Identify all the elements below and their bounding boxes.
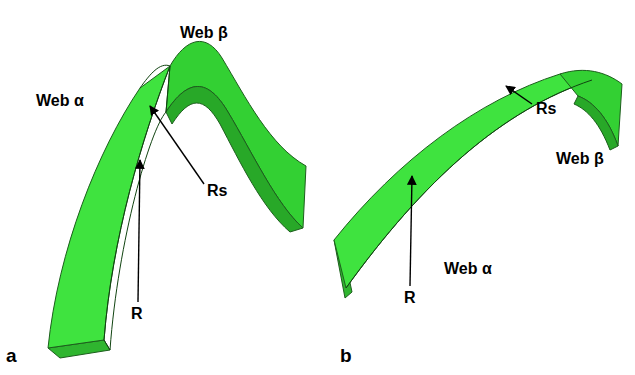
panel-letter: a	[6, 346, 17, 367]
leader-arrow	[138, 160, 140, 302]
leader-arrow	[506, 86, 532, 104]
part-label: Web α	[36, 92, 84, 110]
part-label: R	[404, 289, 416, 307]
part-label: R	[131, 305, 143, 323]
leader-arrow	[410, 176, 412, 286]
web-shade	[574, 96, 618, 150]
web-surface	[334, 74, 592, 288]
part-label: Rs	[536, 100, 556, 118]
leader-arrow	[150, 106, 204, 184]
part-label: Web β	[180, 24, 228, 42]
part-label: Web β	[556, 150, 604, 168]
panel-letter: b	[340, 346, 352, 367]
part-label: Web α	[444, 260, 492, 278]
part-label: Rs	[207, 182, 227, 200]
flange-line	[346, 80, 592, 288]
flange-line	[104, 65, 170, 350]
